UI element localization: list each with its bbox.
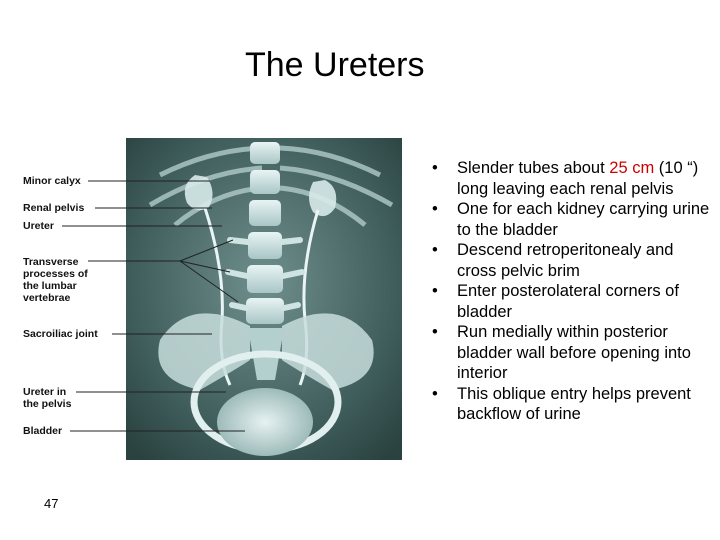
xray-image (62, 138, 402, 460)
label-transverse-processes: Transverse processes of the lumbar verte… (23, 256, 88, 304)
bullet-item: This oblique entry helps prevent backflo… (428, 384, 713, 425)
bullet-text-post: (10 “) long leaving each renal pelvis (457, 159, 699, 198)
label-sacroiliac-joint: Sacroiliac joint (23, 328, 98, 340)
page-number: 47 (44, 496, 59, 511)
bullet-text-pre: Slender tubes about (457, 159, 610, 177)
bullet-item: Enter posterolateral corners of bladder (428, 281, 713, 322)
bullet-item: One for each kidney carrying urine to th… (428, 199, 713, 240)
bullet-item: Descend retroperitonealy and cross pelvi… (428, 240, 713, 281)
bullet-list: Slender tubes about 25 cm (10 “) long le… (428, 158, 713, 425)
xray-figure: Minor calyx Renal pelvis Ureter Transver… (0, 130, 410, 470)
bullet-item: Slender tubes about 25 cm (10 “) long le… (428, 158, 713, 199)
bullet-item: Run medially within posterior bladder wa… (428, 322, 713, 384)
slide-title: The Ureters (245, 46, 425, 84)
bullet-highlight: 25 cm (609, 159, 655, 177)
label-ureter-in-pelvis: Ureter in the pelvis (23, 386, 72, 410)
figure-labels: Minor calyx Renal pelvis Ureter Transver… (0, 130, 410, 470)
label-ureter: Ureter (23, 220, 54, 232)
label-bladder: Bladder (23, 425, 63, 437)
label-minor-calyx: Minor calyx (23, 175, 81, 187)
label-renal-pelvis: Renal pelvis (23, 202, 85, 214)
